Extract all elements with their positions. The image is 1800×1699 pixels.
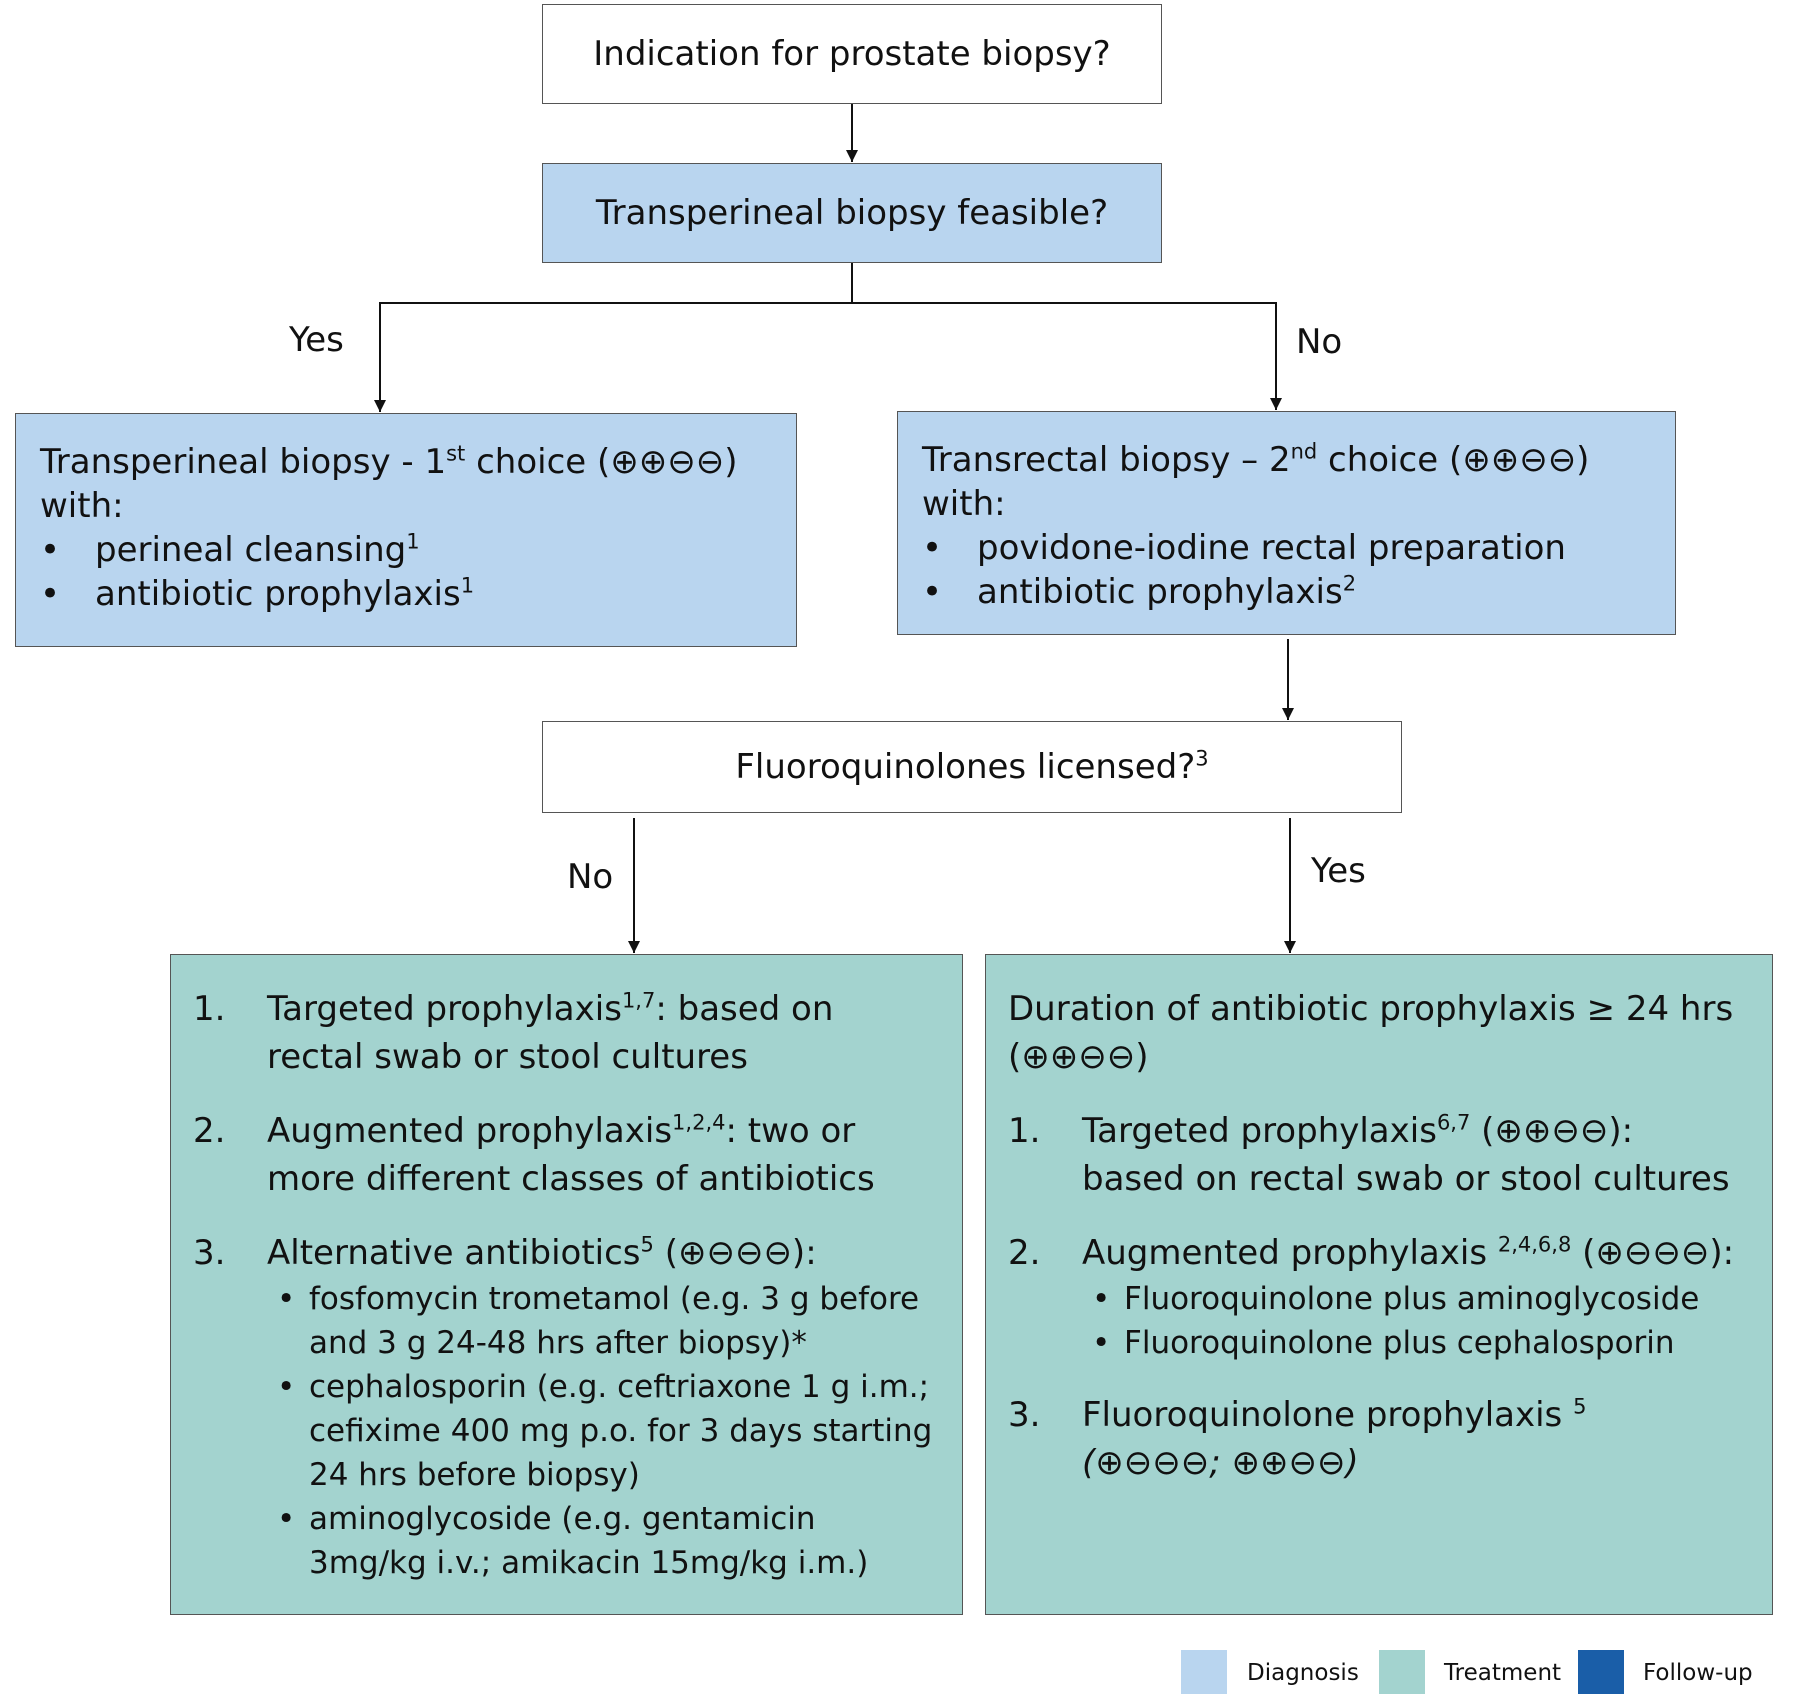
indication-text: Indication for prostate biopsy? [593, 34, 1111, 74]
transperineal-list: perineal cleansing1 antibiotic prophylax… [40, 528, 772, 616]
split-line-feasible [374, 262, 853, 412]
fluoro-text: Fluoroquinolones licensed?3 [735, 746, 1209, 787]
split-line-feasible-right [852, 302, 1282, 410]
feasible-node: Transperineal biopsy feasible? [542, 163, 1162, 263]
list-item: aminoglycoside (e.g. gentamicin 3mg/kg i… [267, 1497, 936, 1585]
list-item: antibiotic prophylaxis2 [922, 570, 1651, 614]
list-item: 3.Alternative antibiotics5 (⊕⊖⊖⊖): fosfo… [193, 1229, 936, 1585]
list-item: 2.Augmented prophylaxis 2,4,6,8 (⊕⊖⊖⊖): … [1008, 1229, 1746, 1365]
list-item: povidone-iodine rectal preparation [922, 526, 1651, 570]
list-item: 2.Augmented prophylaxis1,2,4: two or mor… [193, 1110, 875, 1199]
legend-swatch-follow-up [1578, 1650, 1624, 1694]
transrectal-title: Transrectal biopsy – 2nd choice (⊕⊕⊖⊖) [922, 439, 1590, 480]
list-item: 3.Fluoroquinolone prophylaxis 5(⊕⊖⊖⊖; ⊕⊕… [1008, 1394, 1587, 1483]
transrectal-node: Transrectal biopsy – 2nd choice (⊕⊕⊖⊖) w… [897, 411, 1676, 635]
duration-intro: Duration of antibiotic prophylaxis ≥ 24 … [1008, 989, 1734, 1077]
edge-label-no-right: No [1296, 322, 1343, 362]
transperineal-title: Transperineal biopsy - 1st choice (⊕⊕⊖⊖) [40, 441, 738, 482]
edge-label-yes-bottom: Yes [1311, 851, 1366, 891]
alternative-antibiotics-list: fosfomycin trometamol (e.g. 3 g before a… [267, 1277, 936, 1585]
list-item: 1.Targeted prophylaxis6,7 (⊕⊕⊖⊖): based … [1008, 1110, 1730, 1199]
transperineal-node: Transperineal biopsy - 1st choice (⊕⊕⊖⊖)… [15, 413, 797, 647]
transrectal-with: with: [922, 484, 1006, 524]
no-fluoro-list: 1.Targeted prophylaxis1,7: based on rect… [193, 985, 936, 1585]
yes-fluoro-node: Duration of antibiotic prophylaxis ≥ 24 … [985, 954, 1773, 1615]
list-item: perineal cleansing1 [40, 528, 772, 572]
legend-label-treatment: Treatment [1444, 1660, 1562, 1686]
list-item: Fluoroquinolone plus aminoglycoside [1082, 1277, 1746, 1321]
transperineal-with: with: [40, 486, 124, 526]
list-item: antibiotic prophylaxis1 [40, 572, 772, 616]
legend-label-diagnosis: Diagnosis [1247, 1660, 1359, 1686]
indication-node: Indication for prostate biopsy? [542, 4, 1162, 104]
list-item: cephalosporin (e.g. ceftriaxone 1 g i.m.… [267, 1365, 936, 1497]
edge-label-no-bottom: No [567, 857, 614, 897]
no-fluoro-node: 1.Targeted prophylaxis1,7: based on rect… [170, 954, 963, 1615]
legend-swatch-diagnosis [1181, 1650, 1227, 1694]
fluoroquinolone-grade: (⊕⊖⊖⊖; ⊕⊕⊖⊖) [1082, 1443, 1359, 1483]
feasible-text: Transperineal biopsy feasible? [595, 193, 1109, 233]
list-item: Fluoroquinolone plus cephalosporin [1082, 1321, 1746, 1365]
augmented-combos-list: Fluoroquinolone plus aminoglycoside Fluo… [1082, 1277, 1746, 1365]
edge-label-yes-left: Yes [289, 320, 344, 360]
legend-swatch-treatment [1379, 1650, 1425, 1694]
fluoro-node: Fluoroquinolones licensed?3 [542, 721, 1402, 813]
legend-label-follow-up: Follow-up [1643, 1660, 1753, 1686]
transrectal-list: povidone-iodine rectal preparation antib… [922, 526, 1651, 614]
yes-fluoro-list: 1.Targeted prophylaxis6,7 (⊕⊕⊖⊖): based … [1008, 1107, 1746, 1487]
list-item: fosfomycin trometamol (e.g. 3 g before a… [267, 1277, 936, 1365]
list-item: 1.Targeted prophylaxis1,7: based on rect… [193, 988, 834, 1077]
